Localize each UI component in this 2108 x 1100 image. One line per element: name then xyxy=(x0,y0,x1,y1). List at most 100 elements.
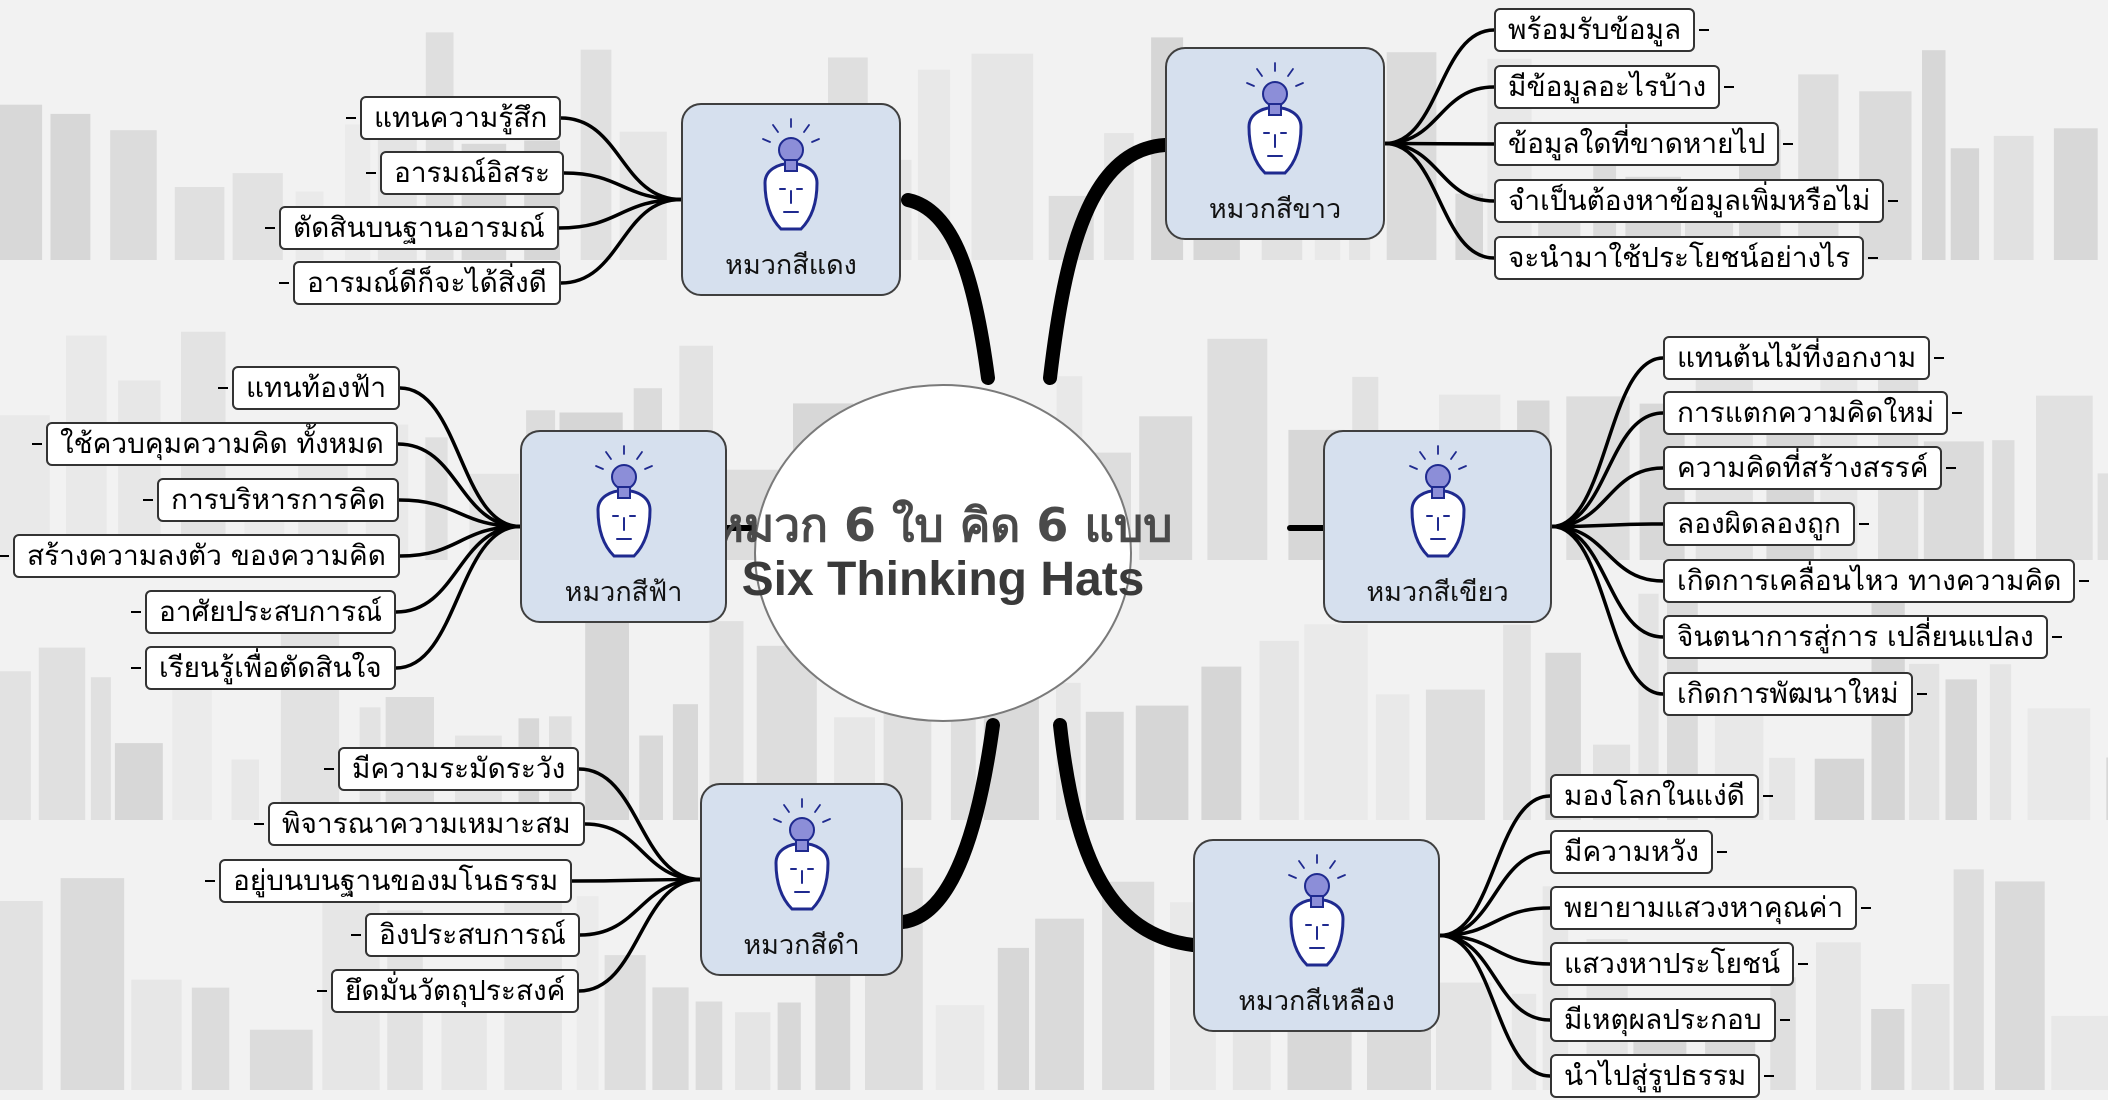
trunk-yellow xyxy=(1053,718,1200,952)
leaf-end-tick xyxy=(1724,86,1734,88)
leaf-blue[interactable]: อาศัยประสบการณ์ xyxy=(145,590,397,634)
leaf-connector xyxy=(1439,850,1551,938)
trunk-black xyxy=(896,718,1000,929)
leaf-green[interactable]: จินตนาการสู่การ เปลี่ยนแปลง xyxy=(1663,615,2048,659)
leaf-connector xyxy=(579,877,701,937)
hat-node-blue[interactable]: หมวกสีฟ้า xyxy=(520,430,727,623)
leaf-blue[interactable]: การบริหารการคิด xyxy=(157,478,400,522)
leaf-end-tick xyxy=(218,387,228,389)
leaf-white[interactable]: พร้อมรับข้อมูล xyxy=(1494,8,1696,52)
leaf-yellow[interactable]: มีเหตุผลประกอบ xyxy=(1550,998,1776,1042)
skyline-building xyxy=(174,187,225,260)
skyline-building xyxy=(1769,757,1796,820)
leaf-red[interactable]: อารมณ์อิสระ xyxy=(380,151,564,195)
leaf-red[interactable]: อารมณ์ดีก็จะได้สิ่งดี xyxy=(293,261,561,305)
hat-label-black: หมวกสีดำ xyxy=(743,930,860,961)
leaf-white[interactable]: ข้อมูลใดที่ขาดหายไป xyxy=(1494,122,1780,166)
leaf-blue[interactable]: สร้างความลงตัว ของความคิด xyxy=(13,534,400,578)
leaf-yellow[interactable]: มีความหวัง xyxy=(1550,830,1713,874)
skyline-building xyxy=(1814,758,1865,820)
skyline-building xyxy=(1375,694,1410,820)
skyline-building xyxy=(1989,664,2012,820)
skyline-building xyxy=(60,878,125,1090)
leaf-green[interactable]: เกิดการเคลื่อนไหว ทางความคิด xyxy=(1663,559,2076,603)
leaf-green[interactable]: แทนต้นไม้ที่งอกงาม xyxy=(1663,336,1931,380)
leaf-connector xyxy=(1439,794,1551,938)
skyline-building xyxy=(639,735,663,820)
head-bulb-icon xyxy=(1246,62,1304,175)
head-bulb-icon xyxy=(1408,445,1467,558)
hat-node-red[interactable]: หมวกสีแดง xyxy=(681,103,901,296)
leaf-green[interactable]: การแตกความคิดใหม่ xyxy=(1663,391,1949,435)
skyline-building xyxy=(1503,624,1531,820)
center-topic: หมวก 6 ใบ คิด 6 แบบ Six Thinking Hats xyxy=(714,383,1173,723)
hat-node-white[interactable]: หมวกสีขาว xyxy=(1165,47,1385,240)
head-bulb-icon xyxy=(772,798,831,911)
skyline-building xyxy=(1871,1009,1905,1090)
skyline-building xyxy=(672,704,698,820)
leaf-green[interactable]: เกิดการพัฒนาใหม่ xyxy=(1663,672,1913,716)
leaf-white[interactable]: จำเป็นต้องหาข้อมูลเพิ่มหรือไม่ xyxy=(1494,179,1885,223)
hat-label-green: หมวกสีเขียว xyxy=(1366,577,1509,608)
skyline-building xyxy=(0,104,43,260)
leaf-end-tick xyxy=(131,667,141,669)
leaf-blue[interactable]: ใช้ควบคุมความคิด ทั้งหมด xyxy=(46,422,398,466)
trunk-white xyxy=(1043,138,1172,385)
leaf-yellow[interactable]: นำไปสู่รูปธรรม xyxy=(1550,1054,1761,1098)
leaf-connector xyxy=(399,386,521,529)
skyline-building xyxy=(0,671,31,820)
leaf-end-tick xyxy=(1717,851,1727,853)
hat-node-black[interactable]: หมวกสีดำ xyxy=(700,783,903,976)
skyline-building xyxy=(1207,338,1268,560)
hat-node-green[interactable]: หมวกสีเขียว xyxy=(1323,430,1552,623)
leaf-connector xyxy=(571,877,701,883)
leaf-connector xyxy=(1384,141,1495,203)
leaf-end-tick xyxy=(1764,1075,1774,1077)
skyline-building xyxy=(735,1012,771,1090)
leaf-connector xyxy=(1384,141,1495,260)
leaf-connector xyxy=(398,498,521,529)
skyline-building xyxy=(1995,881,2045,1090)
hat-label-white: หมวกสีขาว xyxy=(1208,194,1342,225)
leaf-connector xyxy=(1384,85,1495,146)
leaf-red[interactable]: แทนความรู้สึก xyxy=(360,96,562,140)
leaf-red[interactable]: ตัดสินบนฐานอารมณ์ xyxy=(279,206,559,250)
skyline-building xyxy=(2036,395,2093,560)
leaf-white[interactable]: มีข้อมูลอะไรบ้าง xyxy=(1494,65,1721,109)
hat-node-yellow[interactable]: หมวกสีเหลือง xyxy=(1193,839,1440,1032)
leaf-black[interactable]: อิงประสบการณ์ xyxy=(365,913,580,957)
leaf-green[interactable]: ลองผิดลองถูก xyxy=(1663,502,1855,546)
leaf-white[interactable]: จะนำมาใช้ประโยชน์อย่างไร xyxy=(1494,236,1865,280)
leaf-connector xyxy=(1551,466,1664,529)
leaf-connector xyxy=(1551,522,1664,529)
hat-label-red: หมวกสีแดง xyxy=(725,250,857,281)
leaf-black[interactable]: พิจารณาความเหมาะสม xyxy=(268,802,585,846)
skyline-building xyxy=(118,380,161,560)
skyline-building xyxy=(585,599,629,820)
skyline-building xyxy=(1993,135,2034,260)
skyline-building xyxy=(114,743,163,820)
leaf-black[interactable]: ยึดมั่นวัตถุประสงค์ xyxy=(331,969,580,1013)
leaf-end-tick xyxy=(1888,200,1898,202)
skyline-building xyxy=(1135,705,1189,820)
leaf-yellow[interactable]: พยายามแสวงหาคุณค่า xyxy=(1550,886,1858,930)
skyline-building xyxy=(1953,869,1984,1090)
leaf-end-tick xyxy=(2052,636,2062,638)
leaf-end-tick xyxy=(366,172,376,174)
leaf-end-tick xyxy=(143,499,153,501)
skyline-building xyxy=(1139,416,1193,560)
leaf-green[interactable]: ความคิดที่สร้างสรรค์ xyxy=(1663,446,1943,490)
leaf-connector xyxy=(558,197,682,230)
leaf-yellow[interactable]: มองโลกในแง่ดี xyxy=(1550,774,1759,818)
trunk-red xyxy=(901,193,995,385)
leaf-blue[interactable]: เรียนรู้เพื่อตัดสินใจ xyxy=(145,646,396,690)
skyline-building xyxy=(1950,148,1980,260)
leaf-yellow[interactable]: แสวงหาประโยชน์ xyxy=(1550,942,1795,986)
leaf-black[interactable]: อยู่บนบนฐานของมโนธรรม xyxy=(219,859,573,903)
leaf-blue[interactable]: แทนท้องฟ้า xyxy=(232,366,401,410)
leaf-end-tick xyxy=(1952,412,1962,414)
leaf-black[interactable]: มีความระมัดระวัง xyxy=(338,747,580,791)
leaf-connector xyxy=(1551,524,1664,639)
skyline-building xyxy=(1035,918,1084,1090)
